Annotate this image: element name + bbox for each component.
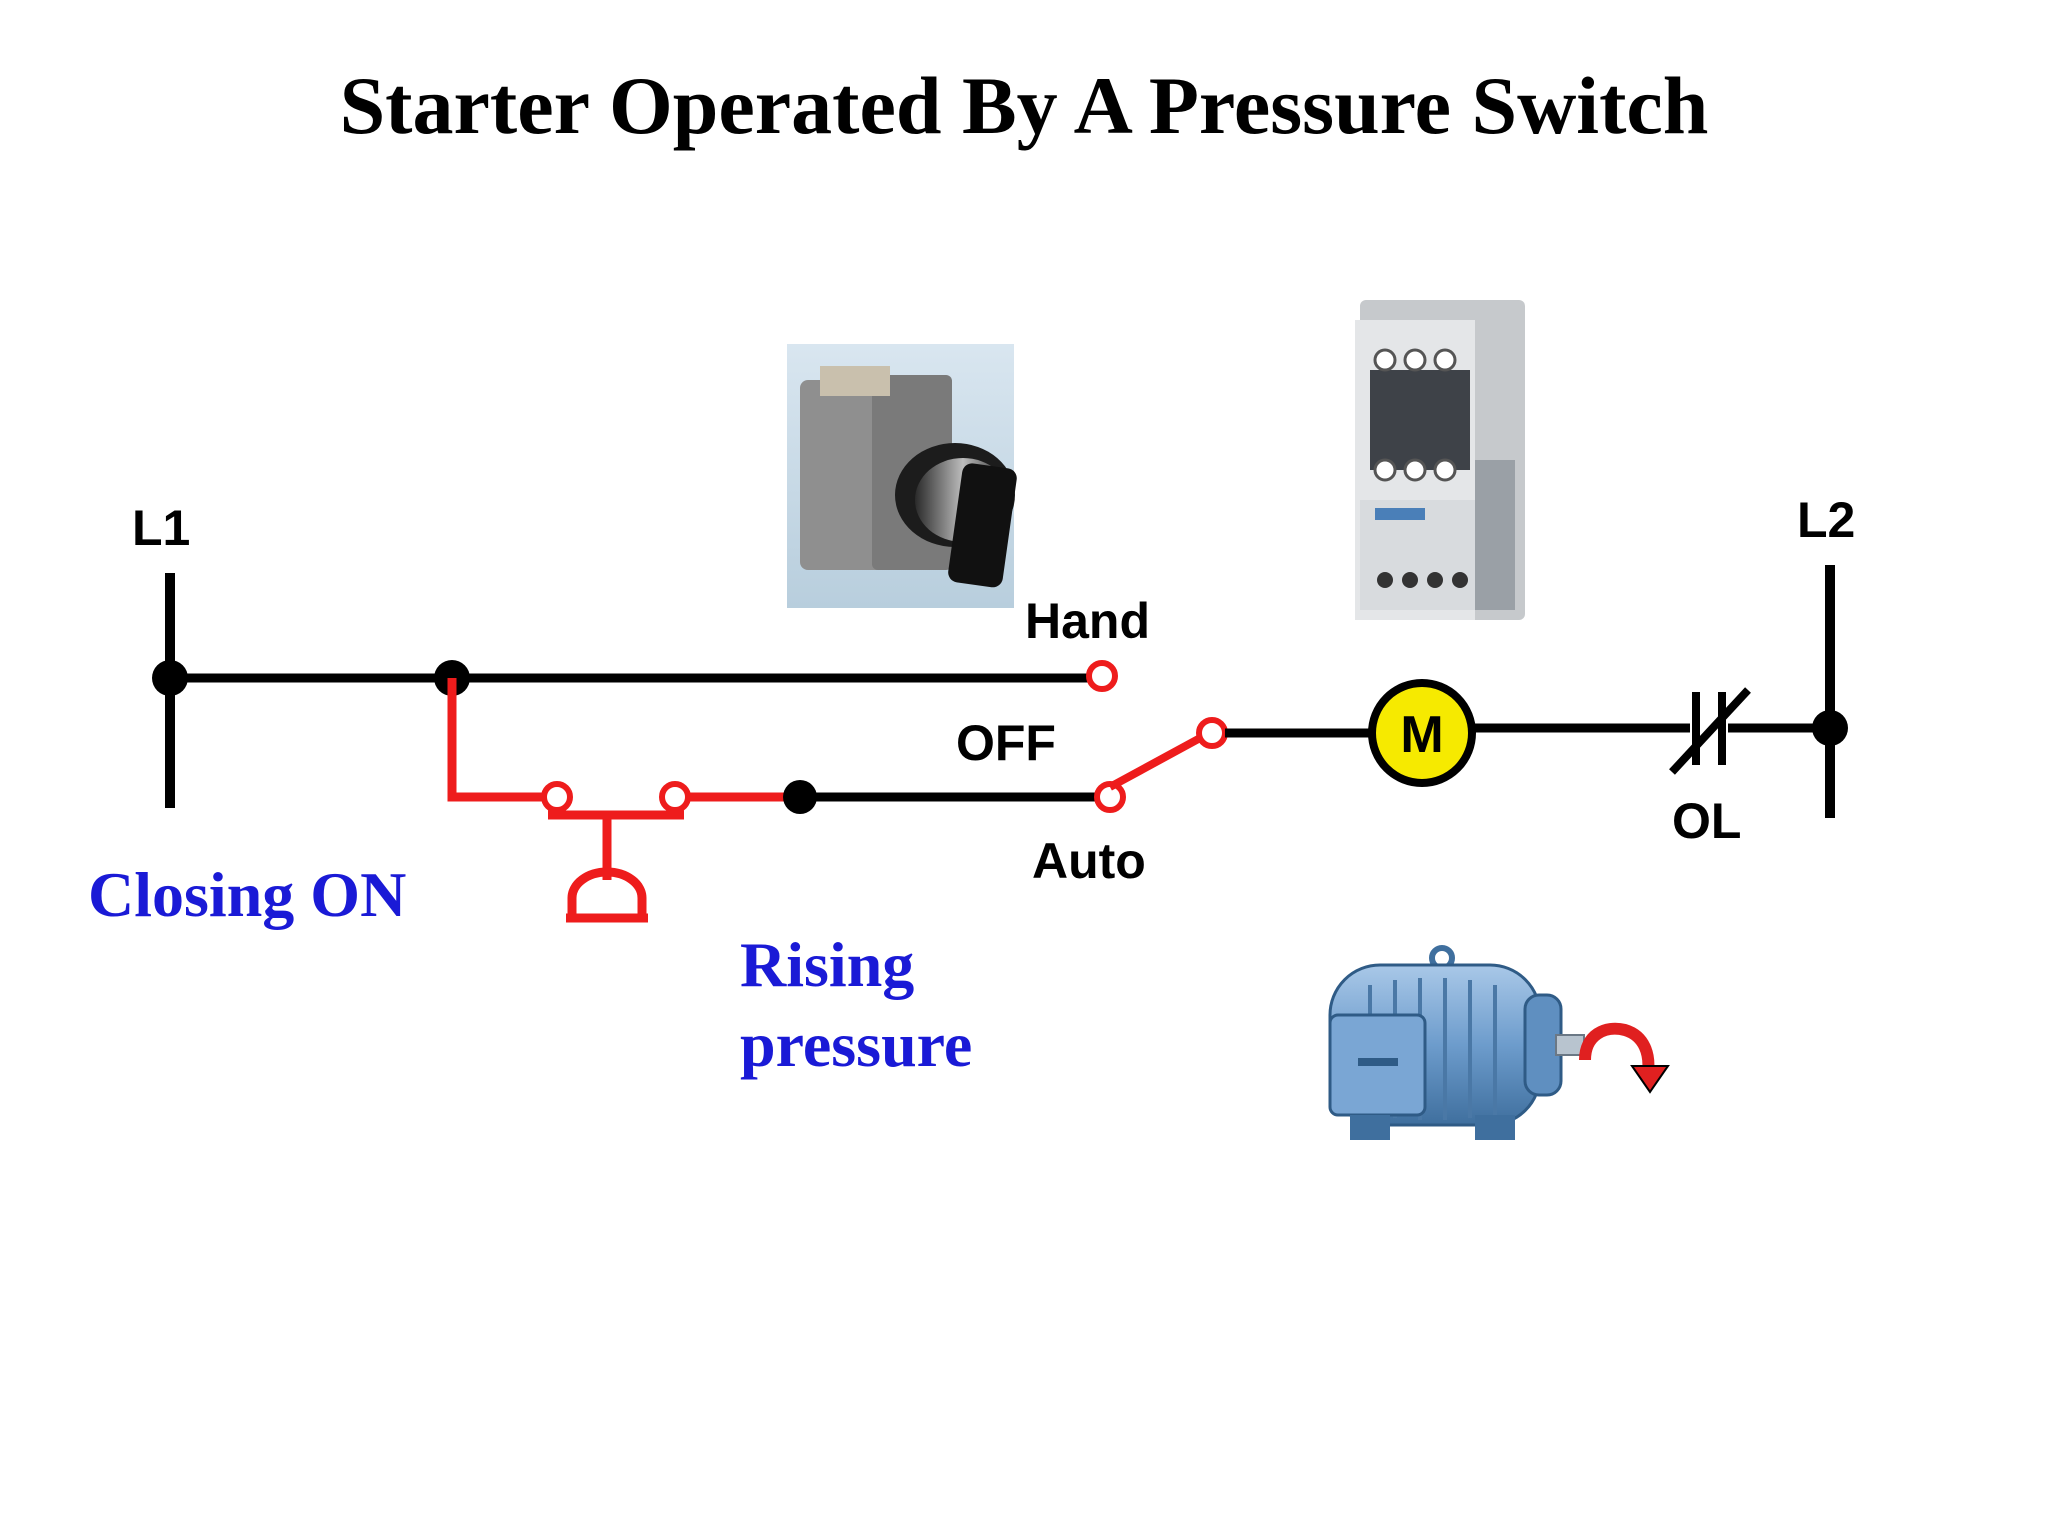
overload-contact-icon bbox=[1669, 687, 1751, 775]
l2-junction bbox=[1812, 710, 1848, 746]
auto-label: Auto bbox=[1032, 833, 1146, 889]
selector-common-contact bbox=[1196, 717, 1228, 749]
auto-contact bbox=[1094, 781, 1126, 813]
hand-contact bbox=[1086, 660, 1118, 692]
l2-label: L2 bbox=[1797, 492, 1855, 548]
l1-label: L1 bbox=[132, 500, 190, 556]
hand-label: Hand bbox=[1025, 593, 1150, 649]
pressure-switch-contact-right bbox=[659, 781, 691, 813]
overload-label: OL bbox=[1672, 793, 1741, 849]
motor-coil bbox=[1368, 679, 1476, 787]
selector-switch-blade bbox=[1108, 733, 1204, 791]
selector-switch-photo-icon bbox=[787, 344, 1017, 608]
rising-pressure-annotation-line2: pressure bbox=[740, 1009, 972, 1080]
rising-pressure-annotation-line1: Rising bbox=[740, 929, 914, 1000]
contactor-photo-icon bbox=[1355, 300, 1525, 620]
l1-junction bbox=[152, 660, 188, 696]
pressure-switch-branch-wire bbox=[447, 678, 545, 802]
rotation-arrow-icon bbox=[1579, 1022, 1670, 1094]
electric-motor-icon bbox=[1328, 945, 1585, 1140]
page-title: Starter Operated By A Pressure Switch bbox=[340, 60, 1709, 151]
motor-coil-label: M bbox=[1400, 706, 1443, 764]
pressure-switch-contact-left bbox=[541, 781, 573, 813]
pressure-diaphragm-icon bbox=[566, 867, 648, 923]
closing-on-annotation: Closing ON bbox=[88, 859, 406, 930]
off-label: OFF bbox=[956, 715, 1056, 771]
